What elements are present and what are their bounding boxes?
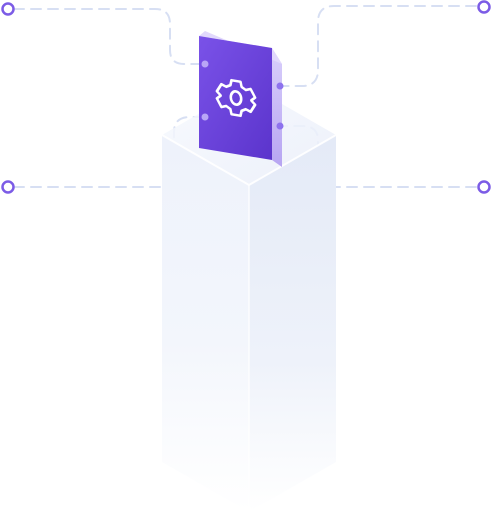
connector-line-top-left bbox=[13, 8, 206, 65]
node-mid-right bbox=[477, 180, 491, 194]
node-top-left bbox=[1, 2, 15, 16]
card-front-face bbox=[199, 36, 272, 160]
node-top-right bbox=[477, 0, 491, 14]
gear-icon bbox=[215, 78, 257, 118]
node-mid-left bbox=[1, 180, 15, 194]
card-pin-top-left bbox=[201, 60, 209, 68]
card-top-face bbox=[199, 31, 282, 64]
card-pin-bottom-left bbox=[201, 113, 209, 121]
connector-nodes bbox=[1, 0, 491, 194]
pillar-left-face bbox=[162, 135, 249, 512]
card-pin-top-right bbox=[276, 82, 284, 90]
pillar-right-face bbox=[249, 135, 336, 512]
card-pin-bottom-right bbox=[276, 122, 284, 130]
connector-line-top-right bbox=[279, 5, 477, 87]
settings-card bbox=[199, 31, 284, 167]
card-side-face bbox=[272, 48, 282, 167]
